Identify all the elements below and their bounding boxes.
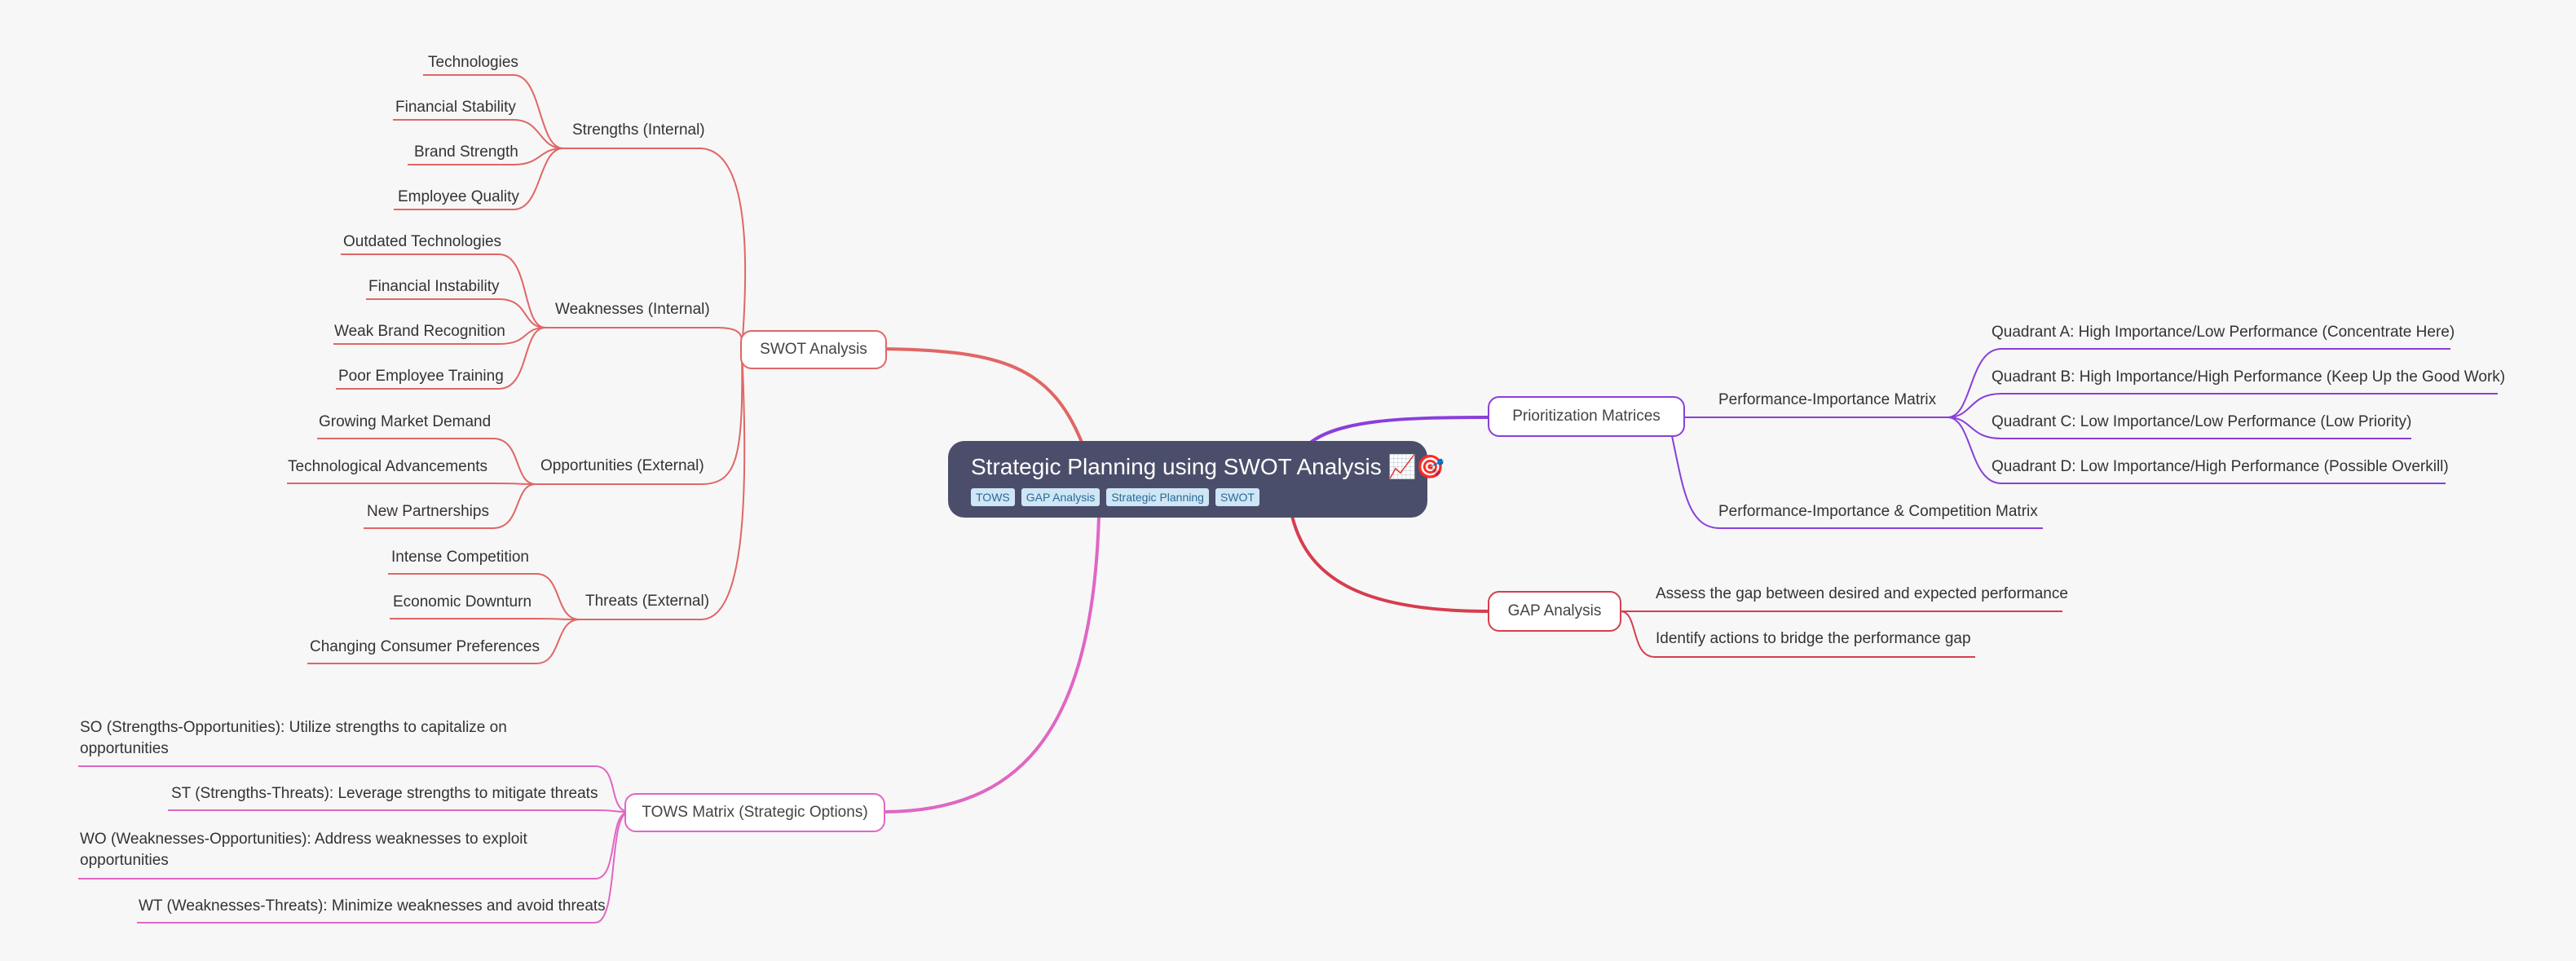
edge-root-prio <box>1307 416 1490 446</box>
leaf-outdated-technologies[interactable]: Outdated Technologies <box>343 233 502 250</box>
edge-pim-3 <box>1947 417 2411 439</box>
edge-tows-4 <box>137 811 630 924</box>
node-performance-importance-matrix[interactable]: Performance-Importance Matrix <box>1718 391 1937 408</box>
leaf-new-partnerships[interactable]: New Partnerships <box>367 503 489 520</box>
leaf-technologies[interactable]: Technologies <box>428 54 518 71</box>
leaf-gap-identify[interactable]: Identify actions to bridge the performan… <box>1656 630 1971 647</box>
root-node[interactable]: Strategic Planning using SWOT Analysis 📈… <box>948 441 1445 518</box>
node-tows-matrix[interactable]: TOWS Matrix (Strategic Options) <box>624 793 885 832</box>
root-tags: TOWS GAP Analysis Strategic Planning SWO… <box>971 488 1405 506</box>
leaf-tows-st[interactable]: ST (Strengths-Threats): Leverage strengt… <box>171 785 598 802</box>
node-strengths[interactable]: Strengths (Internal) <box>572 121 705 139</box>
node-weaknesses[interactable]: Weaknesses (Internal) <box>555 301 710 318</box>
node-opportunities[interactable]: Opportunities (External) <box>540 457 704 474</box>
edge-swot-strengths <box>563 148 747 350</box>
node-performance-importance-competition-matrix[interactable]: Performance-Importance & Competition Mat… <box>1718 503 2038 520</box>
leaf-changing-consumer-preferences[interactable]: Changing Consumer Preferences <box>310 638 540 655</box>
edge-tows-3 <box>78 811 630 879</box>
node-gap-analysis[interactable]: GAP Analysis <box>1488 591 1621 632</box>
leaf-growing-market-demand[interactable]: Growing Market Demand <box>319 413 492 430</box>
node-swot-analysis[interactable]: SWOT Analysis <box>740 330 887 369</box>
edge-swot-opportunities <box>536 348 743 485</box>
tag-strategic-planning[interactable]: Strategic Planning <box>1106 488 1209 506</box>
node-prioritization-matrices[interactable]: Prioritization Matrices <box>1488 396 1685 437</box>
leaf-quadrant-a[interactable]: Quadrant A: High Importance/Low Performa… <box>1992 324 2455 341</box>
leaf-tows-so[interactable]: SO (Strengths-Opportunities): Utilize st… <box>80 719 507 757</box>
edge-w3 <box>333 327 546 345</box>
tag-gap-analysis[interactable]: GAP Analysis <box>1021 488 1101 506</box>
leaf-quadrant-c[interactable]: Quadrant C: Low Importance/Low Performan… <box>1992 413 2412 430</box>
edge-t1 <box>388 573 580 620</box>
tag-swot[interactable]: SWOT <box>1215 488 1259 506</box>
leaf-quadrant-b[interactable]: Quadrant B: High Importance/High Perform… <box>1992 368 2506 386</box>
leaf-intense-competition[interactable]: Intense Competition <box>391 549 529 566</box>
edge-gap-2 <box>1620 611 1975 658</box>
edge-w2 <box>366 298 546 328</box>
edge-pim-2 <box>1947 393 2498 418</box>
edge-s4 <box>394 148 564 210</box>
leaf-gap-assess[interactable]: Assess the gap between desired and expec… <box>1656 585 2068 602</box>
edge-root-gap <box>1290 515 1490 613</box>
edge-root-tows <box>884 515 1101 813</box>
leaf-employee-quality[interactable]: Employee Quality <box>398 188 519 205</box>
edge-w1 <box>341 253 546 328</box>
leaf-quadrant-d[interactable]: Quadrant D: Low Importance/High Performa… <box>1992 458 2449 475</box>
tag-tows[interactable]: TOWS <box>971 488 1015 506</box>
edge-prio-picm <box>1670 431 2043 529</box>
edge-pim-4 <box>1947 417 2446 484</box>
leaf-weak-brand-recognition[interactable]: Weak Brand Recognition <box>334 323 505 340</box>
leaf-financial-instability[interactable]: Financial Instability <box>368 278 500 295</box>
edge-s1 <box>423 74 564 149</box>
leaf-technological-advancements[interactable]: Technological Advancements <box>288 458 488 475</box>
edge-swot-threats <box>580 348 746 620</box>
edge-t3 <box>307 619 580 664</box>
leaf-brand-strength[interactable]: Brand Strength <box>414 143 518 161</box>
leaf-economic-downturn[interactable]: Economic Downturn <box>393 593 532 611</box>
leaf-poor-employee-training[interactable]: Poor Employee Training <box>338 368 504 385</box>
edge-swot-weaknesses <box>545 327 743 350</box>
leaf-tows-wt[interactable]: WT (Weaknesses-Threats): Minimize weakne… <box>139 897 606 915</box>
edge-s3 <box>408 148 564 165</box>
edge-tows-2 <box>168 809 630 813</box>
edge-root-swot <box>884 347 1084 445</box>
edge-o1 <box>317 438 536 485</box>
edge-o3 <box>364 483 536 529</box>
edge-tows-1 <box>78 765 630 813</box>
edge-o2 <box>287 483 536 485</box>
node-threats[interactable]: Threats (External) <box>585 593 710 610</box>
edge-s2 <box>393 119 564 149</box>
edge-w4 <box>336 327 546 390</box>
leaf-financial-stability[interactable]: Financial Stability <box>395 99 516 116</box>
leaf-tows-wo[interactable]: WO (Weaknesses-Opportunities): Address w… <box>80 831 527 869</box>
root-title: Strategic Planning using SWOT Analysis 📈… <box>971 454 1445 479</box>
edge-pim-1 <box>1947 348 2450 418</box>
